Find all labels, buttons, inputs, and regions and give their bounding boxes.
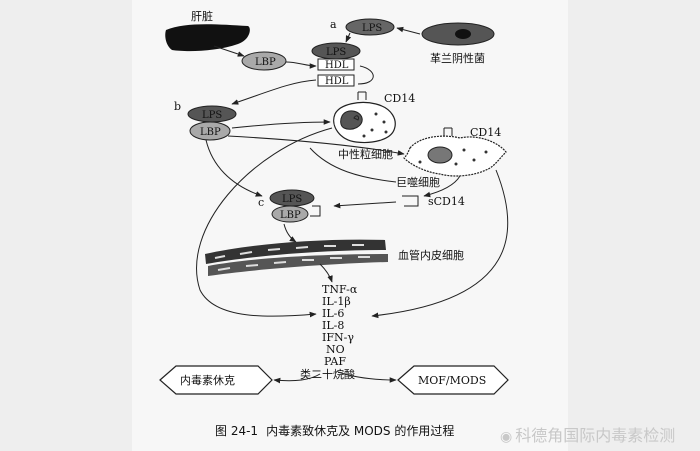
figure-title: 内毒素致休克及 MODS 的作用过程 [266,424,455,438]
lbp-c-label: LBP [280,210,301,221]
weibo-logo-icon: ◉ [500,429,513,445]
hdl-loop-right [357,65,374,85]
granule [454,162,458,166]
hdl-box-2 [317,74,355,87]
granule [370,128,374,132]
endothelium-label: 血管内皮细胞 [398,248,464,262]
figure-caption: 图 24-1 内毒素致休克及 MODS 的作用过程 [215,422,462,439]
macrophage-nucleus [427,146,453,164]
complex-b-to-neutrophil-arrow [231,119,331,129]
step-label-c: c [258,196,264,209]
mediator-il6: IL-6 [322,307,344,320]
granule [362,134,366,138]
mediator-tnf: TNF-α [322,283,358,296]
mediator-paf: PAF [324,355,346,368]
mediator-no: NO [326,343,345,356]
neutrophil-label: 中性粒细胞 [338,147,393,161]
scd14-bound [310,205,321,217]
granule [484,150,488,154]
figure-number: 图 24-1 [215,424,259,438]
hdl-label-2: HDL [325,76,349,87]
step-label-b: b [174,100,181,113]
cd14-receptor-macrophage [443,127,453,136]
lbp-b-label: LBP [200,127,221,138]
scd14-shape [402,195,419,207]
mediator-il1: IL-1β [322,295,351,308]
hdl-to-complex-b-arrow [231,79,317,105]
neutrophil-to-macrophage-curve [309,147,397,183]
outcome-left-label: 内毒素休克 [180,373,235,387]
watermark-text: 科德角国际内毒素检测 [515,426,676,445]
outcome-right-label: MOF/MODS [418,374,486,387]
watermark: ◉科德角国际内毒素检测 [500,422,675,446]
bacterium-nucleus [455,29,471,39]
cd14-macrophage-label: CD14 [470,126,501,139]
scd14-to-complex-c-arrow [333,201,397,209]
mediator-il8: IL-8 [322,319,344,332]
lbp-c-shape [271,205,309,223]
granule [384,130,388,134]
mediators-to-mods-arrow [337,371,397,383]
bacteria-label: 革兰阴性菌 [430,51,485,65]
lbp-b-shape [189,121,231,141]
endothelium-to-mediators-arrow [319,263,333,283]
macrophage-to-scd14-arrow [423,175,461,198]
step-label-a: a [330,18,337,31]
lps-b-label: LPS [202,110,222,121]
cd14-receptor-neutrophil [357,91,367,100]
lps-a-label: LPS [362,23,382,34]
lps-to-hdl-arrow [345,32,352,43]
lps-c-label: LPS [282,194,302,205]
complex-b-to-complex-c-arrow [205,139,263,197]
liver-to-lbp-arrow [213,45,245,57]
cd14-neutrophil-label: CD14 [384,92,415,105]
endothelium-band [205,239,388,276]
granule [374,112,378,116]
lbp-top-label: LBP [255,57,276,68]
lbp-top-shape [241,51,287,71]
hdl-box-1 [317,58,355,71]
complex-c-to-endothelium-arrow [283,223,297,243]
liver-label: 肝脏 [191,10,213,23]
scd14-label: sCD14 [428,195,465,208]
granule [382,120,386,124]
outcome-right-shape [397,365,509,395]
liver-shape [165,24,250,52]
granule [418,160,422,164]
neutrophil-nucleus [340,110,363,130]
hdl-label-1: HDL [325,60,349,71]
outcome-left-shape [159,365,273,395]
lps-a-shape [345,18,395,36]
mediator-eicosanoids: 类二十烷酸 [300,367,355,381]
neutrophil-to-mediators-curve [196,127,333,318]
mediator-list: TNF-α IL-1β IL-6 IL-8 IFN-γ NO PAF 类二十烷酸 [300,283,358,381]
granule [462,148,466,152]
macrophage-label: 巨噬细胞 [396,175,440,189]
complex-b-to-macrophage-arrow [227,135,405,156]
bacteria-to-lps-arrow [396,26,421,35]
lbp-to-hdl-arrow [285,61,317,69]
lps-hdl-label: LPS [326,47,346,58]
mediators-to-shock-arrow [273,373,321,384]
macrophage-shape [403,135,507,177]
macrophage-to-mediators-curve [371,169,509,319]
mediator-ifn: IFN-γ [322,331,354,344]
granule [472,158,476,162]
